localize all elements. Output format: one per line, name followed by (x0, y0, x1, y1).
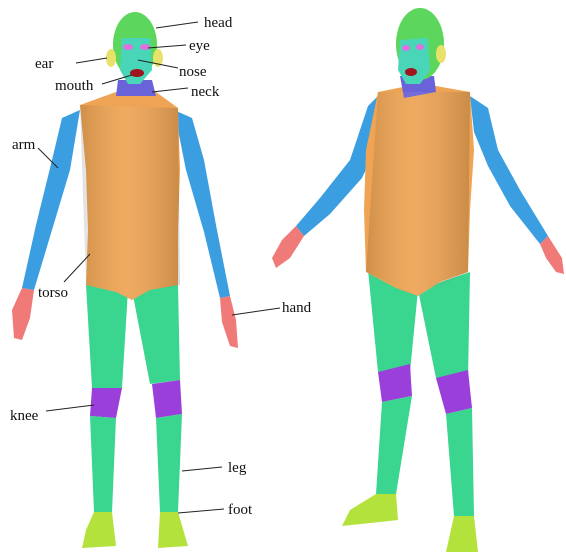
right-leg-lower (156, 414, 182, 512)
left-knee (90, 388, 122, 418)
mouth (130, 69, 144, 77)
rq-right-foot (446, 516, 478, 552)
rq-shading (366, 92, 470, 296)
right-hand (220, 296, 238, 348)
rq-mouth (405, 68, 417, 76)
rq-right-leg-lower (446, 408, 474, 516)
front-shading (80, 105, 180, 300)
left-eye (123, 44, 133, 50)
left-leg-upper (86, 285, 128, 388)
label-arm: arm (12, 137, 36, 153)
leader-knee (46, 405, 94, 411)
label-nose: nose (179, 64, 207, 80)
rq-right-hand (540, 236, 564, 274)
right-eye (140, 44, 150, 50)
label-eye: eye (189, 38, 210, 54)
label-mouth: mouth (55, 78, 94, 94)
right-foot (158, 512, 188, 548)
right-arm (174, 110, 230, 298)
left-foot (82, 512, 116, 548)
label-hand: hand (282, 300, 312, 316)
leader-leg (182, 467, 222, 471)
label-neck: neck (191, 84, 220, 100)
leader-head (156, 22, 198, 28)
rq-left-leg-lower (376, 396, 412, 494)
leader-ear (76, 58, 107, 63)
label-ear: ear (35, 56, 53, 72)
left-leg-lower (90, 416, 116, 512)
right-knee (152, 380, 182, 418)
label-leg: leg (228, 460, 247, 476)
rq-right-eye (416, 44, 424, 50)
rq-left-eye (402, 45, 410, 51)
label-foot: foot (228, 502, 253, 518)
right-leg-upper (132, 285, 180, 384)
figure-three-quarter (272, 8, 564, 552)
left-hand (12, 288, 34, 340)
label-knee: knee (10, 408, 39, 424)
label-head: head (204, 15, 233, 31)
leader-foot (178, 509, 224, 513)
rq-ear (436, 45, 446, 63)
leader-neck (152, 88, 188, 92)
rq-left-foot (342, 494, 398, 526)
label-torso: torso (38, 285, 68, 301)
rq-left-hand (272, 226, 304, 268)
leader-hand (232, 308, 280, 315)
rq-right-arm (470, 96, 548, 244)
left-ear (106, 49, 116, 67)
